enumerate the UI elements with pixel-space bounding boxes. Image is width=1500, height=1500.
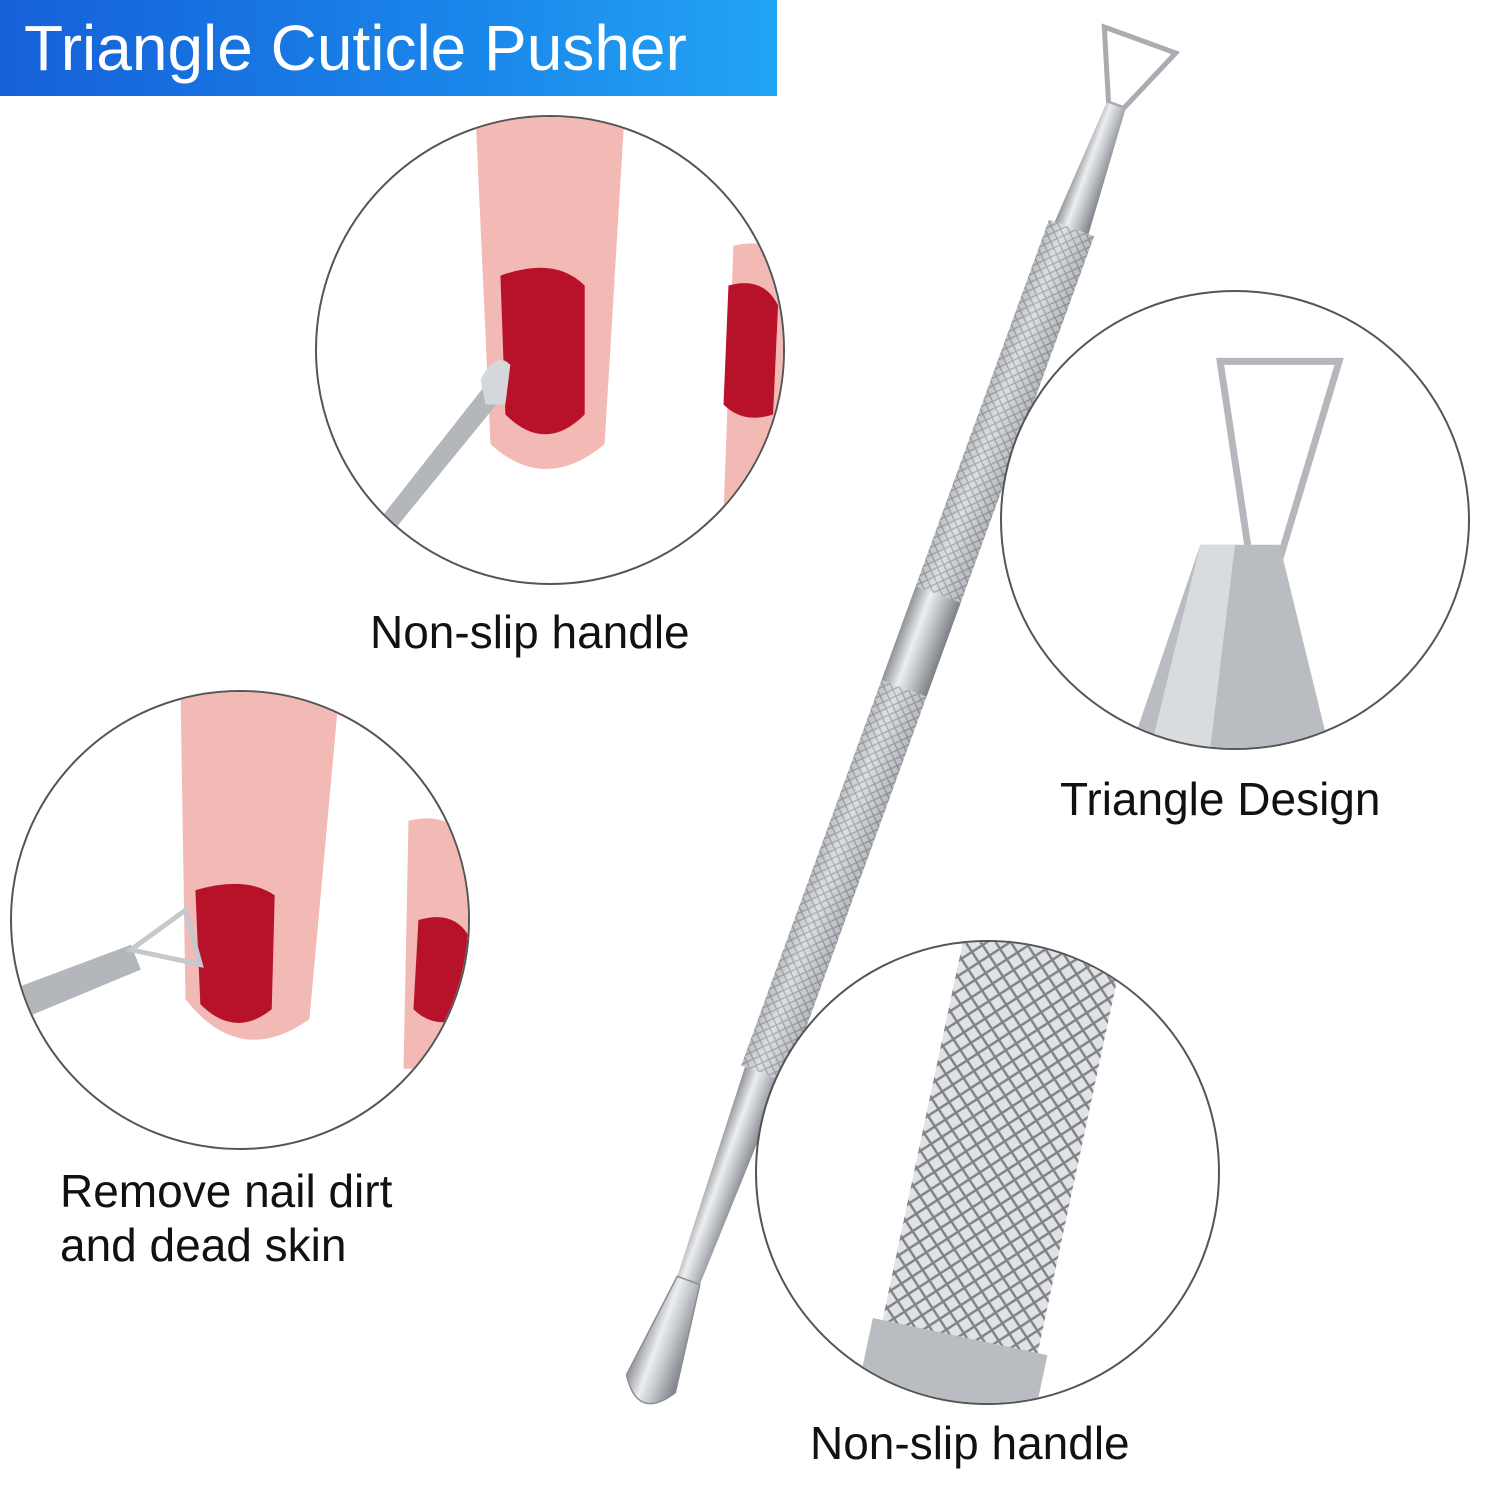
label-remove-dirt-line2: and dead skin <box>60 1219 347 1271</box>
label-triangle-design: Triangle Design <box>1060 773 1381 825</box>
label-remove-dirt-line1: Remove nail dirt <box>60 1165 393 1217</box>
detail-circle-handle-closeup <box>755 940 1220 1405</box>
detail-circle-remove-dirt <box>10 690 470 1150</box>
detail-circle-cuticle-push <box>315 115 785 585</box>
title-text: Triangle Cuticle Pusher <box>24 12 687 84</box>
nail-photo-triangle <box>12 692 468 1069</box>
label-non-slip-handle-top: Non-slip handle <box>370 606 690 658</box>
detail-circle-triangle-design <box>1000 290 1470 750</box>
knurled-handle-photo <box>856 942 1129 1403</box>
title-banner: Triangle Cuticle Pusher <box>0 0 777 96</box>
nail-photo-spatula <box>376 117 783 534</box>
triangle-tip-photo <box>1130 357 1344 748</box>
label-non-slip-handle-bottom: Non-slip handle <box>810 1417 1130 1469</box>
